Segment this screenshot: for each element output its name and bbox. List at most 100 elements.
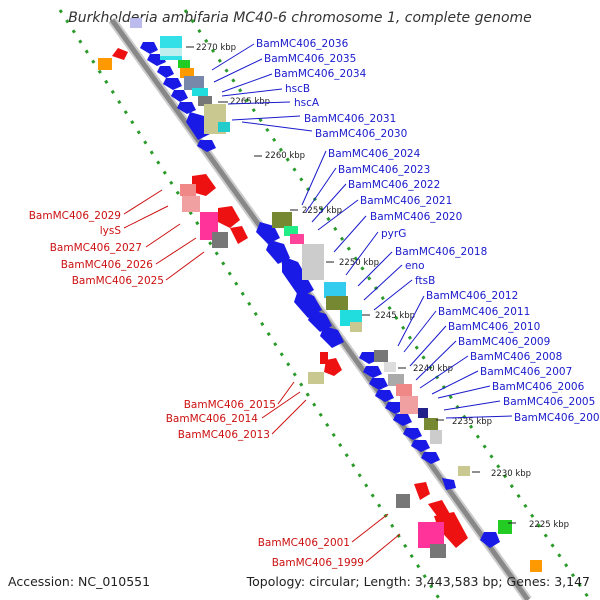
gene-label-bammc406-1999[interactable]: BamMC406_1999: [272, 557, 364, 569]
gene-label-bammc406-2015[interactable]: BamMC406_2015: [184, 399, 276, 411]
gene-label-bammc406-2005[interactable]: BamMC406_2005: [503, 396, 595, 408]
gene-label-ftsb[interactable]: ftsB: [415, 275, 435, 287]
tick-label: 2230 kbp: [491, 469, 531, 479]
gene-block: [184, 76, 204, 90]
gene-label-eno[interactable]: eno: [405, 260, 425, 272]
gene-block: [308, 372, 324, 384]
tick-label: 2245 kbp: [375, 311, 415, 321]
gene-arrow: [369, 378, 388, 390]
gene-label-bammc406-2034[interactable]: BamMC406_2034: [274, 68, 367, 80]
gene-arrow: [403, 428, 422, 440]
genome-summary: Topology: circular; Length: 3,443,583 bp…: [246, 574, 590, 589]
gene-label-bammc406-2013[interactable]: BamMC406_2013: [178, 429, 270, 441]
gene-arrow: [375, 390, 394, 402]
gene-label-lyss[interactable]: lysS: [100, 225, 122, 237]
gene-label-bammc406-2030[interactable]: BamMC406_2030: [315, 128, 407, 140]
gene-arrow: [197, 140, 216, 152]
gene-label-bammc406-2036[interactable]: BamMC406_2036: [256, 38, 349, 50]
gene-arrow: [218, 206, 240, 228]
gene-arrow: [324, 358, 342, 376]
tick-label: 2240 kbp: [413, 364, 453, 374]
gene-block: [424, 418, 438, 430]
gene-label-bammc406-2006[interactable]: BamMC406_2006: [492, 381, 585, 393]
gene-label-pyrg[interactable]: pyrG: [381, 228, 406, 240]
reverse-leaders: [123, 189, 401, 563]
gene-block: [218, 122, 230, 132]
gene-label-bammc406-2004[interactable]: BamMC406_2004: [514, 412, 600, 424]
tick-label: 2270 kbp: [196, 43, 236, 53]
gene-block: [180, 68, 194, 78]
gene-block: [418, 522, 444, 548]
gene-arrow: [385, 402, 404, 414]
gene-label-bammc406-2024[interactable]: BamMC406_2024: [328, 148, 421, 160]
gene-label-hsca[interactable]: hscA: [294, 97, 320, 109]
gene-label-bammc406-2025[interactable]: BamMC406_2025: [72, 275, 164, 287]
gene-block: [326, 296, 348, 310]
gene-label-bammc406-2018[interactable]: BamMC406_2018: [395, 246, 487, 258]
gene-label-bammc406-2020[interactable]: BamMC406_2020: [370, 211, 462, 223]
gene-block: [384, 362, 396, 372]
gene-arrow: [359, 352, 378, 364]
reverse-features: [98, 48, 468, 558]
gene-arrow: [480, 532, 500, 548]
gene-label-bammc406-2014[interactable]: BamMC406_2014: [166, 413, 259, 425]
gene-block: [396, 494, 410, 508]
gene-block: [396, 384, 412, 396]
gene-block: [290, 234, 304, 244]
gene-label-bammc406-2027[interactable]: BamMC406_2027: [50, 242, 142, 254]
inner-dotted-ring: [58, 9, 442, 600]
gene-label-bammc406-2009[interactable]: BamMC406_2009: [458, 336, 550, 348]
gene-label-bammc406-2031[interactable]: BamMC406_2031: [304, 113, 396, 125]
gene-block: [272, 212, 292, 228]
gene-block: [192, 88, 208, 96]
gene-label-bammc406-2001[interactable]: BamMC406_2001: [258, 537, 350, 549]
gene-block: [498, 520, 512, 534]
gene-arrow: [282, 256, 314, 298]
gene-label-hscb[interactable]: hscB: [285, 83, 310, 95]
gene-block: [302, 244, 324, 280]
gene-arrow: [171, 90, 188, 102]
gene-arrow: [308, 310, 332, 332]
gene-arrow: [434, 512, 468, 548]
gene-label-bammc406-2029[interactable]: BamMC406_2029: [29, 210, 121, 222]
forward-leaders: [211, 43, 513, 419]
gene-label-bammc406-2022[interactable]: BamMC406_2022: [348, 179, 440, 191]
gene-arrow: [414, 482, 430, 500]
gene-label-bammc406-2021[interactable]: BamMC406_2021: [360, 195, 452, 207]
gene-arrow: [230, 226, 248, 244]
tick-label: 2235 kbp: [452, 417, 492, 427]
gene-block: [430, 430, 442, 444]
gene-block: [430, 544, 446, 558]
gene-arrow: [163, 78, 182, 90]
gene-arrow: [363, 366, 382, 378]
gene-block: [212, 232, 228, 248]
gene-label-bammc406-2010[interactable]: BamMC406_2010: [448, 321, 540, 333]
gene-label-bammc406-2026[interactable]: BamMC406_2026: [61, 259, 154, 271]
gene-arrow: [393, 414, 412, 426]
tick-label: 2260 kbp: [265, 151, 305, 161]
gene-block: [160, 48, 182, 56]
forward-gene-labels: BamMC406_2036 BamMC406_2035 BamMC406_203…: [256, 38, 600, 424]
gene-block: [350, 322, 362, 332]
gene-block: [388, 374, 404, 386]
tick-marks: [186, 46, 516, 524]
tick-label: 2265 kbp: [230, 97, 270, 107]
forward-features: [130, 18, 542, 572]
gene-arrow: [421, 452, 440, 464]
gene-block: [458, 466, 470, 476]
gene-label-bammc406-2011[interactable]: BamMC406_2011: [438, 306, 530, 318]
gene-label-bammc406-2035[interactable]: BamMC406_2035: [264, 53, 356, 65]
tick-label: 2250 kbp: [339, 258, 379, 268]
gene-block: [130, 18, 142, 28]
gene-arrow: [192, 174, 216, 196]
accession-text: Accession: NC_010551: [8, 574, 151, 589]
gene-label-bammc406-2023[interactable]: BamMC406_2023: [338, 164, 430, 176]
gene-block: [530, 560, 542, 572]
gene-label-bammc406-2012[interactable]: BamMC406_2012: [426, 290, 518, 302]
gene-block: [198, 96, 212, 106]
gene-label-bammc406-2008[interactable]: BamMC406_2008: [470, 351, 562, 363]
gene-label-bammc406-2007[interactable]: BamMC406_2007: [480, 366, 572, 378]
map-title: Burkholderia ambifaria MC40-6 chromosome…: [68, 10, 532, 26]
gene-arrow: [320, 326, 344, 348]
